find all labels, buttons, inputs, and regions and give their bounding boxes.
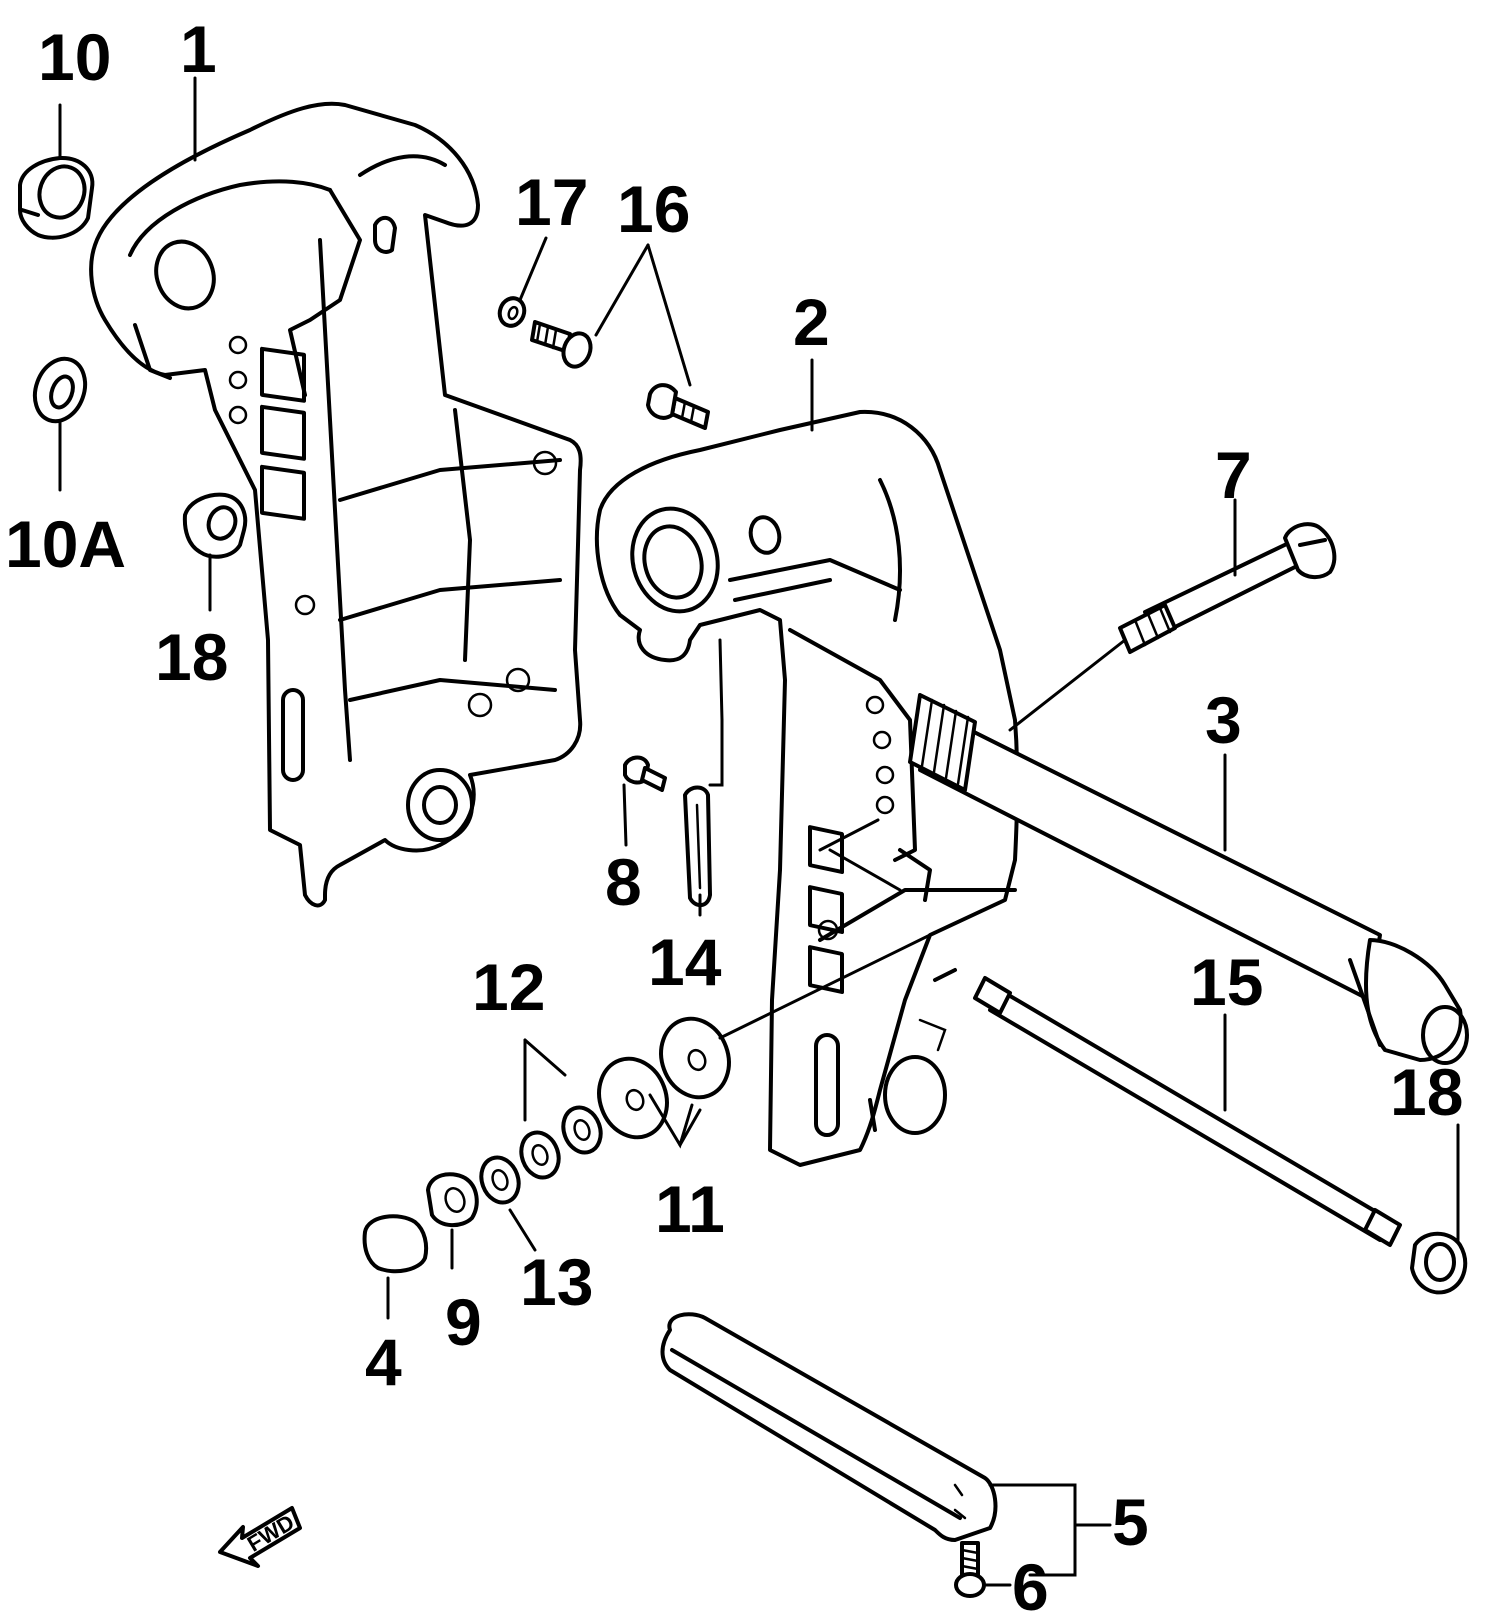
flange-nut-18-left xyxy=(182,492,248,559)
callout-labels: 1 10 10A 18 17 16 2 7 3 15 18 8 14 12 11… xyxy=(5,12,1463,1621)
callout-6: 6 xyxy=(1012,1550,1049,1621)
cap-4 xyxy=(362,1214,429,1274)
screw-6 xyxy=(954,1541,986,1598)
clamp-bracket-right xyxy=(594,409,1020,1167)
callout-4: 4 xyxy=(365,1325,402,1399)
washer-17 xyxy=(497,296,527,328)
link-plate-14 xyxy=(683,785,712,908)
bar-5 xyxy=(660,1312,998,1542)
callout-18-right: 18 xyxy=(1390,1055,1463,1129)
callout-10a: 10A xyxy=(5,507,126,581)
leader-lines xyxy=(58,76,1460,1587)
callout-16: 16 xyxy=(617,172,690,246)
callout-18-left: 18 xyxy=(155,620,228,694)
rod-15 xyxy=(973,976,1402,1247)
nut-10 xyxy=(18,155,95,240)
nut-9 xyxy=(426,1172,479,1228)
screw-16-upper xyxy=(530,320,593,369)
screw-16-lower xyxy=(646,383,710,430)
washer-11-a xyxy=(659,1016,731,1100)
fwd-direction-indicator: FWD xyxy=(218,1506,302,1568)
washer-11-b xyxy=(597,1056,669,1140)
callout-9: 9 xyxy=(445,1285,482,1359)
callout-17: 17 xyxy=(515,165,588,239)
washer-10a xyxy=(32,356,88,424)
washer-12-a xyxy=(561,1105,603,1155)
forward-arrow-icon xyxy=(218,1506,302,1568)
callout-7: 7 xyxy=(1215,438,1252,512)
callout-11: 11 xyxy=(655,1172,725,1246)
callout-2: 2 xyxy=(793,285,830,359)
callout-5: 5 xyxy=(1112,1485,1149,1559)
washer-12-b xyxy=(519,1130,561,1180)
washer-13 xyxy=(479,1155,521,1205)
callout-3: 3 xyxy=(1205,683,1242,757)
callout-12: 12 xyxy=(472,950,545,1024)
callout-13: 13 xyxy=(520,1245,593,1319)
callout-10: 10 xyxy=(38,20,111,94)
callout-8: 8 xyxy=(605,845,642,919)
flange-nut-18-right xyxy=(1410,1231,1468,1295)
callout-15: 15 xyxy=(1190,945,1263,1019)
callout-1: 1 xyxy=(180,12,217,86)
callout-14: 14 xyxy=(648,925,722,999)
bolt-7 xyxy=(1118,522,1337,654)
clamp-bracket-left xyxy=(89,101,583,908)
screw-8 xyxy=(623,755,667,792)
tilt-tube-3 xyxy=(908,693,1469,1065)
